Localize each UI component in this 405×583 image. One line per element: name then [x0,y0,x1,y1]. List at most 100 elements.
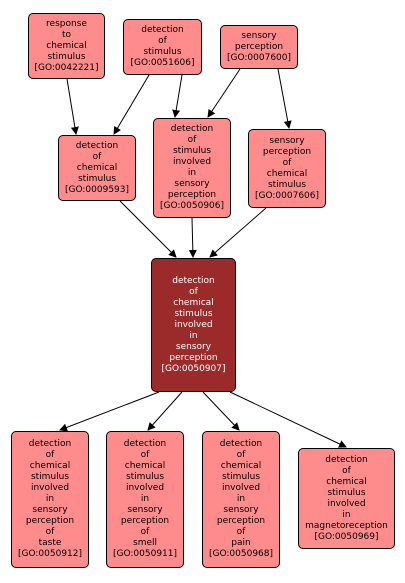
edge-n51606-to-n9593 [113,74,150,135]
node-label-line: response [46,18,87,29]
node-label-line: sensory [269,135,305,146]
node-label-line: of [45,527,55,537]
edge-n9593-to-n50907 [119,200,177,258]
edge-n50907-to-n50968 [202,391,240,431]
node-label-line: [GO:0050969] [314,531,379,542]
node-label-line: of [282,157,292,168]
node-label-line: detection [141,25,184,35]
edge-n50907-to-n50969 [229,391,347,448]
node-label-line: perception [120,516,170,526]
edge-n42221-to-n9593 [66,78,79,135]
node-label-line: magnetoreception [305,520,388,531]
edge-n7600-to-n50906 [207,68,241,118]
node-label-line: perception [234,41,284,52]
node-label-line: sensory [241,30,277,41]
node-label-line: involved [30,483,70,493]
node-go-0050969[interactable]: detection of chemical stimulus involved … [298,448,395,549]
node-label-line: of [342,465,351,476]
node-label-line: in [45,494,55,504]
node-label-line: detection [123,439,167,449]
node-go-0042221[interactable]: response to chemical stimulus [GO:004222… [28,13,105,79]
node-label-line: [GO:0050907] [161,363,226,374]
node-label-line: involved [125,483,165,493]
node-go-0050968[interactable]: detection of chemical stimulus involved … [202,431,280,568]
node-label-line: stimulus [77,173,117,184]
node-label-line: to [61,29,72,40]
node-label-line: perception [216,516,266,526]
node-label-line: of [158,36,167,46]
node-label-line: chemical [220,461,262,471]
node-label-line: [GO:0007606] [254,190,320,201]
node-label-line: chemical [29,461,71,471]
node-label-line: chemical [326,476,367,487]
node-label-line: [GO:0009593] [64,184,130,195]
node-label-line: chemical [266,168,308,179]
node-go-0051606[interactable]: detection of stimulus [GO:0051606] [123,19,202,75]
node-label-line: sensory [175,341,212,352]
node-label-line: of [236,527,246,537]
node-label-line: involved [174,319,213,330]
node-label-line: perception [25,516,75,526]
node-label-line: of [45,450,55,460]
node-label-line: of [189,286,198,297]
node-label-line: stimulus [174,308,213,319]
node-label-line: perception [262,146,312,157]
node-label-line: of [140,527,150,537]
node-label-line: stimulus [327,487,366,498]
edge-n7600-to-n7606 [277,68,292,129]
node-label-line: taste [38,538,62,548]
node-label-line: chemical [173,297,214,308]
node-label-line: in [189,330,198,341]
node-go-0009593[interactable]: detection of chemical stimulus [GO:00095… [58,135,136,201]
node-label-line: detection [170,124,214,134]
node-label-line: sensory [127,505,163,515]
node-label-line: sensory [174,179,210,189]
node-label-line: [GO:0007600] [226,52,292,63]
node-label-line: detection [325,454,368,465]
node-label-line: perception [169,352,218,363]
node-go-0007606[interactable]: sensory perception of chemical stimulus … [248,129,326,208]
node-label-line: [GO:0051606] [130,58,195,68]
node-label-line: stimulus [172,146,212,156]
node-label-line: of [236,450,246,460]
node-label-line: stimulus [30,472,70,482]
edge-n51606-to-n50906 [172,74,183,118]
node-label-line: [GO:0050911] [112,549,178,559]
node-label-line: involved [327,498,366,509]
node-label-line: stimulus [267,179,307,190]
node-label-line: sensory [223,505,259,515]
edge-n50907-to-n50912 [59,391,160,432]
node-label-line: [GO:0050968] [208,549,274,559]
node-label-line: stimulus [221,472,261,482]
node-label-line: stimulus [125,472,165,482]
edge-n50907-to-n50911 [147,391,183,431]
node-label-line: pain [231,538,251,548]
node-label-line: involved [172,157,212,167]
node-label-line: stimulus [143,47,182,57]
node-label-line: perception [167,190,217,200]
node-label-line: in [342,509,351,520]
node-label-line: [GO:0050912] [17,549,83,559]
node-label-line: detection [28,439,72,449]
node-label-line: detection [75,140,119,151]
node-label-line: of [140,450,150,460]
node-label-line: smell [133,538,157,548]
node-go-0050911[interactable]: detection of chemical stimulus involved … [106,431,184,568]
node-label-line: [GO:0042221] [34,62,99,73]
node-label-line: of [187,135,197,145]
node-label-line: of [92,151,102,162]
node-label-line: [GO:0050906] [159,201,225,211]
node-label-line: detection [219,439,263,449]
node-go-0050912[interactable]: detection of chemical stimulus involved … [11,431,89,568]
node-go-0007600[interactable]: sensory perception [GO:0007600] [220,25,298,69]
node-label-line: in [187,168,197,178]
node-label-line: sensory [32,505,68,515]
node-go-0050907-focus[interactable]: detection of chemical stimulus involved … [151,258,236,392]
node-label-line: chemical [46,40,87,51]
node-label-line: involved [221,483,261,493]
node-go-0050906[interactable]: detection of stimulus involved in sensor… [153,118,231,218]
node-label-line: in [236,494,246,504]
node-label-line: detection [172,275,215,286]
